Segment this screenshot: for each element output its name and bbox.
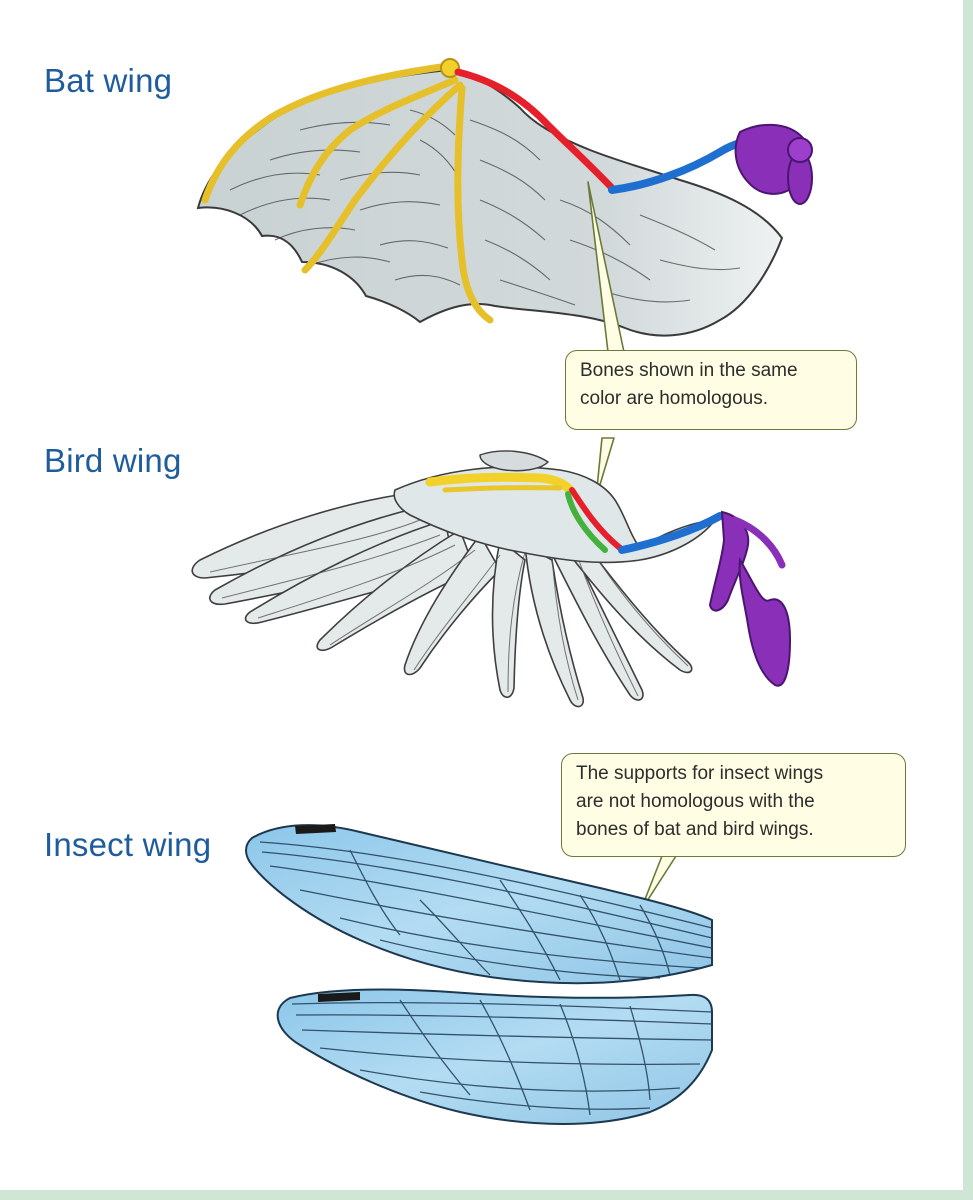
bird-shoulder-bones <box>708 510 792 687</box>
insect-callout-line-1: The supports for insect wings <box>576 763 824 784</box>
insect-forewing-veins <box>259 841 713 981</box>
insect-wing-label: Insect wing <box>44 826 212 863</box>
bat-digit-bones <box>201 62 494 324</box>
bat-forearm-bone <box>454 68 616 192</box>
insect-hindwing <box>276 988 713 1125</box>
insect-callout: The supports for insect wings are not ho… <box>561 753 906 857</box>
bird-humerus-bone <box>618 512 724 554</box>
bat-shoulder-bones <box>734 123 813 205</box>
bird-feather-shafts <box>209 519 689 701</box>
frame-border-right <box>963 0 973 1200</box>
bird-feathers <box>191 491 693 708</box>
bat-wing <box>196 58 813 337</box>
bird-wing-label: Bird wing <box>44 442 182 479</box>
frame-border-bottom <box>0 1190 973 1200</box>
bird-ulna-bone <box>569 487 623 551</box>
insect-callout-line-3: bones of bat and bird wings. <box>576 819 814 840</box>
bird-wing <box>191 450 792 708</box>
homologous-callout: Bones shown in the same color are homolo… <box>565 350 857 430</box>
insect-callout-line-2: are not homologous with the <box>576 791 815 812</box>
homologous-callout-line-2: color are homologous. <box>580 388 768 409</box>
homologous-callout-line-1: Bones shown in the same <box>580 360 798 381</box>
bat-membrane-texture <box>229 109 741 306</box>
bird-radius-bone <box>565 491 608 553</box>
bat-wing-label: Bat wing <box>44 62 173 99</box>
insect-wings <box>245 824 713 1125</box>
insect-hindwing-veins <box>291 999 713 1116</box>
bird-digit-bones <box>425 472 575 495</box>
